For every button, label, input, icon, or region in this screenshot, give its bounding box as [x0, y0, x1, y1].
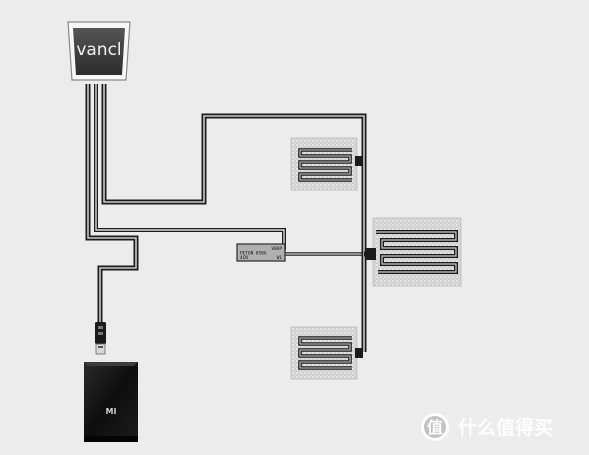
heating-pad-bottom — [290, 326, 363, 380]
chip-label-line1: VBAP — [271, 246, 282, 252]
heating-pad-middle — [366, 217, 462, 287]
controller-brand-label: vancl — [76, 40, 121, 60]
control-chip: VBAP PETON 850A 4CN W1 — [236, 243, 286, 262]
wire-controller-to-top-pad — [101, 84, 367, 205]
watermark: 值 什么值得买 — [421, 413, 553, 441]
watermark-text: 什么值得买 — [458, 416, 553, 439]
controller-box: vancl — [67, 21, 131, 81]
chip-label-line2: PETON 850A — [240, 251, 267, 257]
usb-plug — [95, 322, 106, 355]
chip-label-line4: W1 — [277, 255, 283, 261]
power-bank-brand-label: MI — [106, 407, 117, 416]
heating-pad-top — [290, 137, 363, 191]
wire-controller-to-chip — [94, 84, 286, 250]
power-bank: MI — [84, 362, 138, 442]
watermark-logo-char: 值 — [427, 418, 443, 437]
wire-controller-to-usb — [85, 84, 139, 326]
chip-label-line3: 4CN — [240, 255, 248, 261]
